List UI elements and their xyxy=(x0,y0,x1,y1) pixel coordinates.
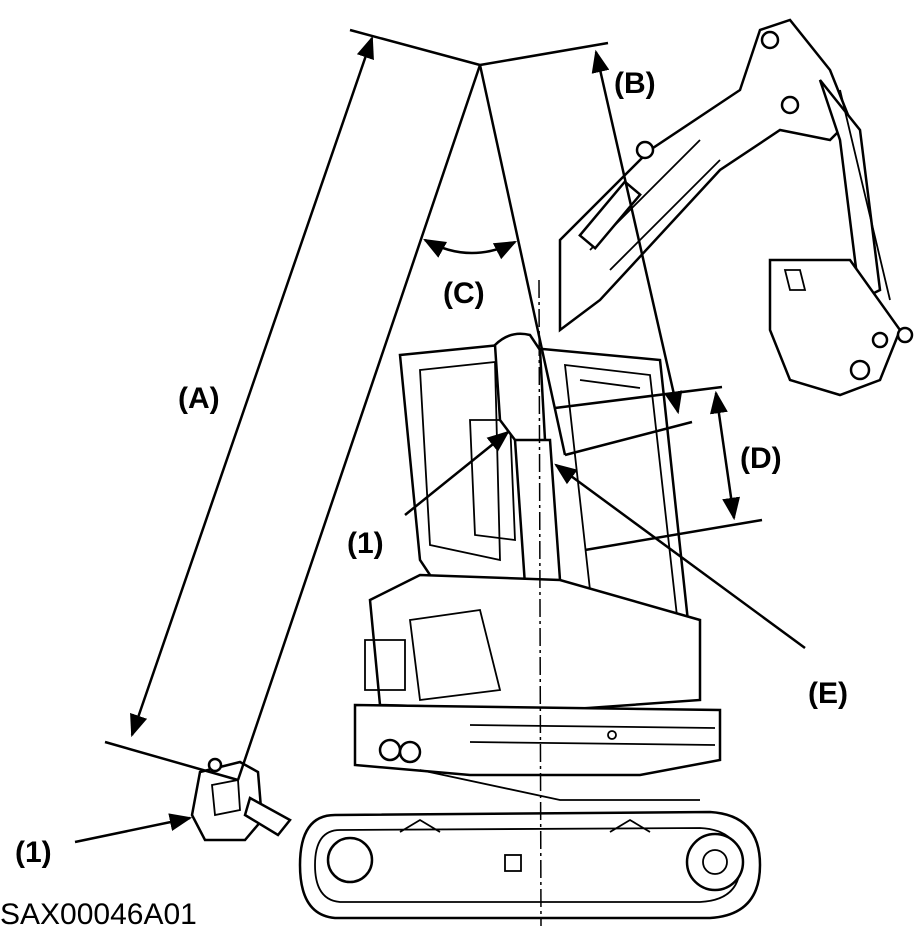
bucket xyxy=(768,258,914,397)
machine-body xyxy=(353,573,722,801)
label-c: (C) xyxy=(443,277,485,310)
angle-c-arc xyxy=(423,238,518,260)
dimension-a-arrow xyxy=(130,35,374,738)
label-a: (A) xyxy=(178,382,220,415)
dimension-d-arrow xyxy=(709,390,741,521)
label-lower-1: (1) xyxy=(15,836,52,869)
label-upper-1: (1) xyxy=(347,527,384,560)
figure-code: SAX00046A01 xyxy=(0,898,197,926)
label-e: (E) xyxy=(808,677,848,710)
leader-arrow-upper-1 xyxy=(404,430,510,516)
center-line xyxy=(538,279,542,926)
belt-angle-lines xyxy=(104,28,763,782)
crawler-track xyxy=(298,810,762,920)
label-b: (B) xyxy=(614,67,656,100)
leader-arrow-e xyxy=(554,463,806,650)
leader-arrow-lower-1 xyxy=(74,813,193,844)
dimension-b-arrow xyxy=(591,49,683,415)
label-d: (D) xyxy=(740,442,782,475)
